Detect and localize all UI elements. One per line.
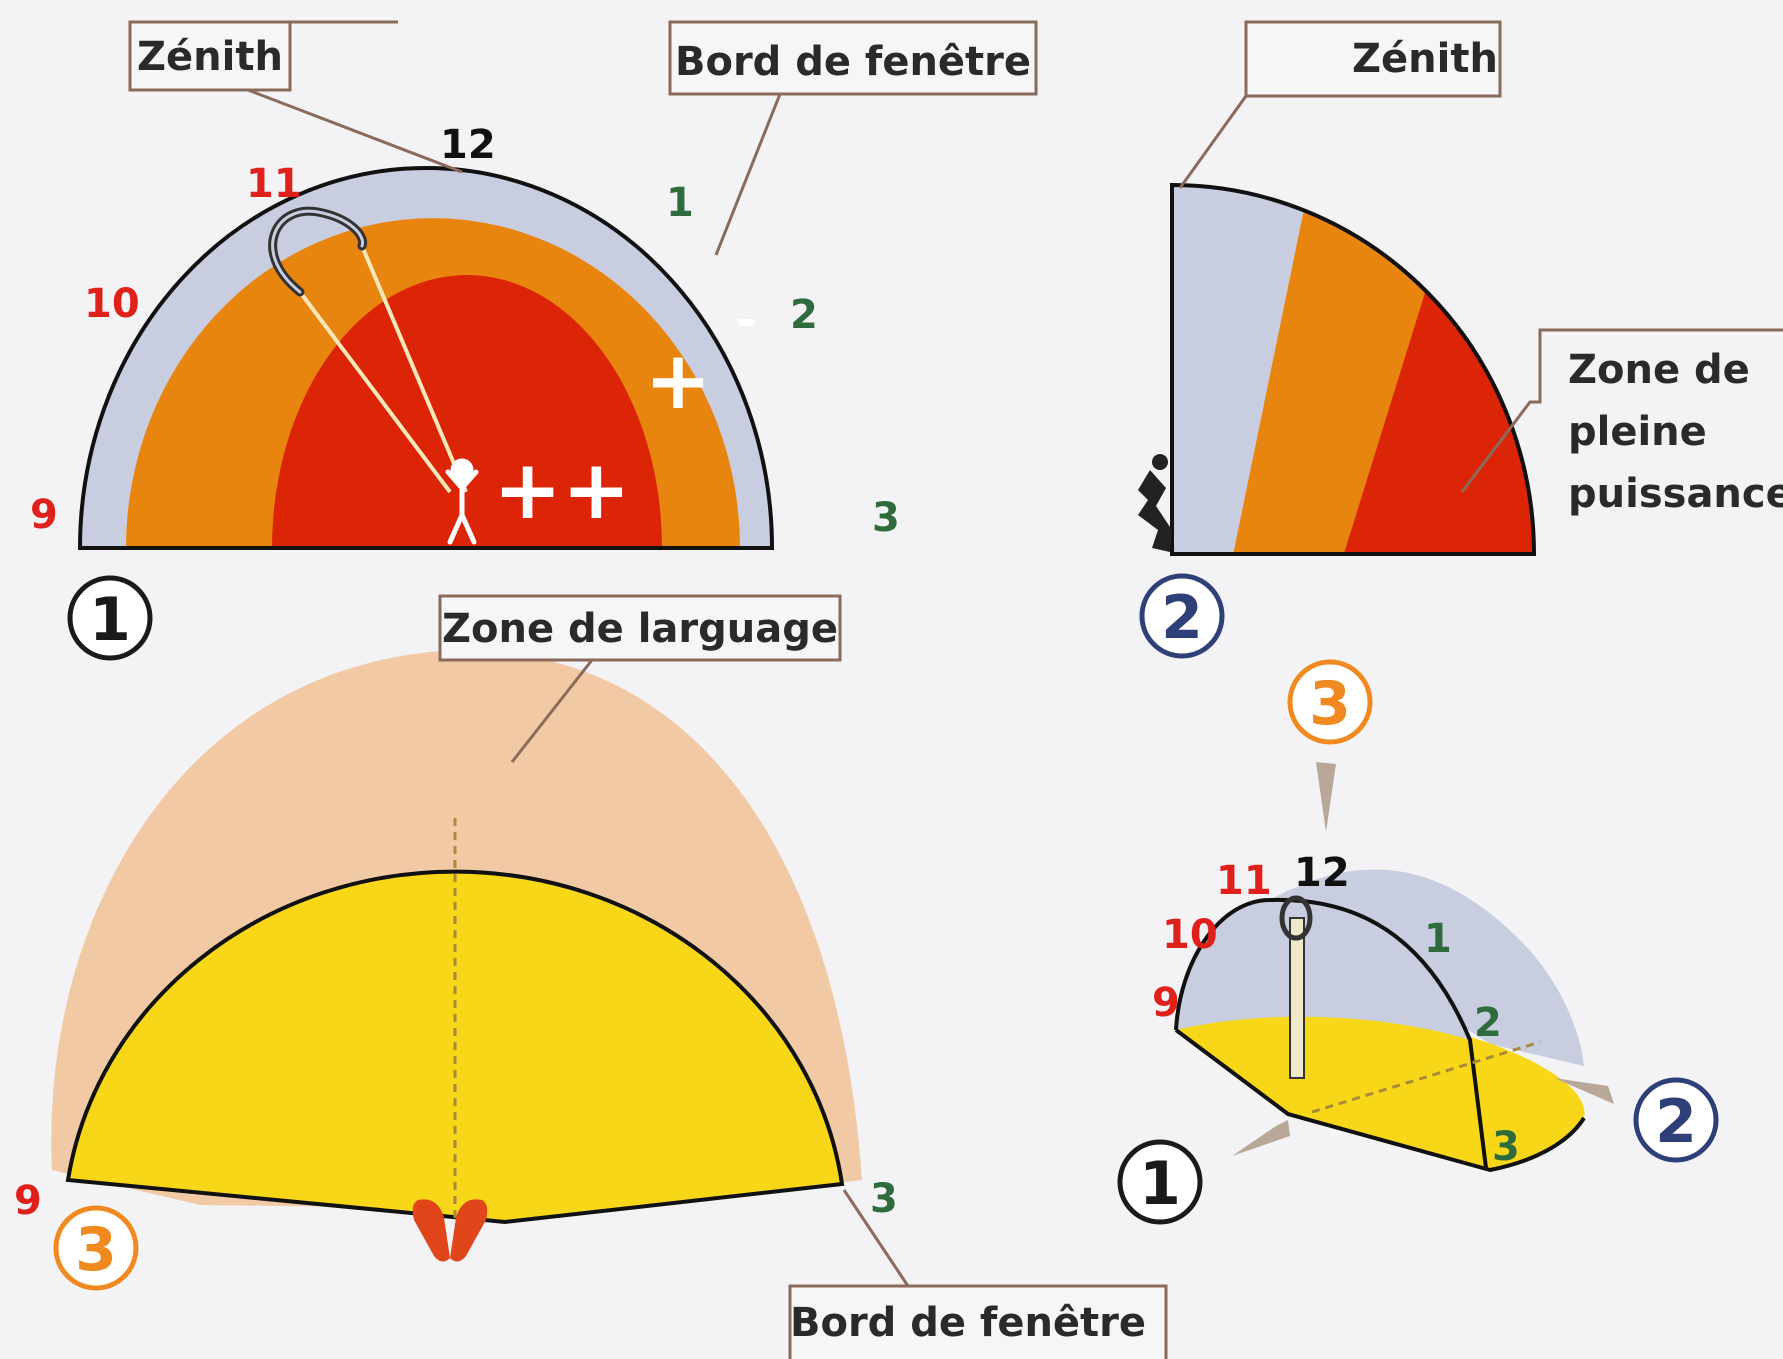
- hour-10: 10: [84, 281, 140, 327]
- 3d-arrow-left: [1232, 1120, 1290, 1156]
- luffing-label-box: [438, 594, 842, 662]
- diagram-1-badge: [67, 575, 153, 661]
- 3d-hour-10: 10: [1162, 912, 1218, 958]
- right-foot: [450, 1199, 488, 1262]
- power-plus-sign: +: [644, 334, 711, 427]
- hour-1: 1: [666, 180, 694, 226]
- window-edge-label: Bord de fenêtre: [675, 39, 1031, 85]
- 3d-badge-left: [1117, 1139, 1203, 1225]
- diagram-front-view: - + ++ 9 10 11 12 1 2 3 Zénith Bord de f…: [30, 20, 1038, 661]
- 3d-dashed-axis: [1311, 1040, 1541, 1114]
- hour-3: 3: [872, 495, 900, 541]
- diagram-3-badge: [53, 1205, 139, 1291]
- top-edge-label-box: [788, 1284, 1168, 1359]
- left-foot: [412, 1199, 450, 1262]
- side-zenith-label: Zénith: [1352, 36, 1498, 82]
- diagram-1-badge-number: 1: [89, 585, 131, 655]
- top-edge-label: Bord de fenêtre: [790, 1300, 1146, 1346]
- full-power-label-line-2: pleine: [1568, 409, 1707, 455]
- 3d-arrow-top: [1316, 762, 1336, 832]
- top-hour-3: 3: [870, 1176, 898, 1222]
- hour-12: 12: [440, 122, 496, 168]
- 3d-badge-right: [1633, 1077, 1719, 1163]
- window-edge-label-box: [668, 20, 1038, 96]
- 3d-hour-12: 12: [1294, 850, 1350, 896]
- 3d-sky-hemisphere: [1176, 899, 1470, 1040]
- window-edge-outline: [77, 166, 775, 550]
- 3d-kite: [1279, 895, 1313, 941]
- full-power-leader-line: [1460, 328, 1783, 493]
- 3d-arrow-right: [1554, 1078, 1614, 1104]
- diagram-2-badge: [1139, 573, 1225, 659]
- 3d-hour-11: 11: [1216, 858, 1272, 904]
- side-window-outline: [1170, 182, 1537, 556]
- kite-line-left: [298, 290, 452, 494]
- diagram-3d-view: 9 10 11 12 1 2 3 3 1 2: [1117, 659, 1719, 1225]
- kite-line-right: [360, 245, 468, 493]
- zenith-label-box: [128, 20, 292, 92]
- rider-figure: [445, 458, 479, 545]
- 3d-kite-lines: [1289, 917, 1305, 1079]
- power-minus-sign: -: [736, 291, 757, 349]
- diagram-top-view: 9 3 Zone de larguage Bord de fenêtre 3: [14, 594, 1168, 1359]
- diagram-side-view: Zénith Zone de pleine puissance 2: [1138, 20, 1783, 659]
- 3d-window-edge-arc: [1174, 897, 1488, 1169]
- top-hour-9: 9: [14, 1178, 42, 1224]
- 3d-badge-top: [1287, 659, 1373, 745]
- 3d-badge-top-number: 3: [1309, 669, 1351, 739]
- 3d-hour-2: 2: [1474, 1000, 1502, 1046]
- 3d-ground-front: [1176, 1017, 1490, 1170]
- hour-9: 9: [30, 492, 58, 538]
- hour-2: 2: [790, 292, 818, 338]
- luffing-label: Zone de larguage: [442, 606, 838, 652]
- full-power-zone-red: [272, 275, 662, 548]
- 3d-ground-outline: [1174, 1028, 1586, 1173]
- 3d-badge-left-number: 1: [1139, 1149, 1181, 1219]
- 3d-hour-9: 9: [1152, 980, 1180, 1026]
- side-rider-figure: [1138, 470, 1172, 552]
- 3d-hour-3: 3: [1492, 1124, 1520, 1170]
- side-zenith-label-box: [1244, 20, 1502, 98]
- full-power-label-line-1: Zone de: [1568, 347, 1750, 393]
- zenith-label: Zénith: [137, 34, 283, 80]
- hour-11: 11: [246, 161, 302, 207]
- diagram-2-badge-number: 2: [1161, 583, 1203, 653]
- 3d-hour-1: 1: [1424, 916, 1452, 962]
- power-plus-plus-sign: ++: [493, 443, 630, 538]
- 3d-badge-right-number: 2: [1655, 1087, 1697, 1157]
- full-power-label-line-3: puissance: [1568, 471, 1783, 517]
- diagram-3-badge-number: 3: [75, 1215, 117, 1285]
